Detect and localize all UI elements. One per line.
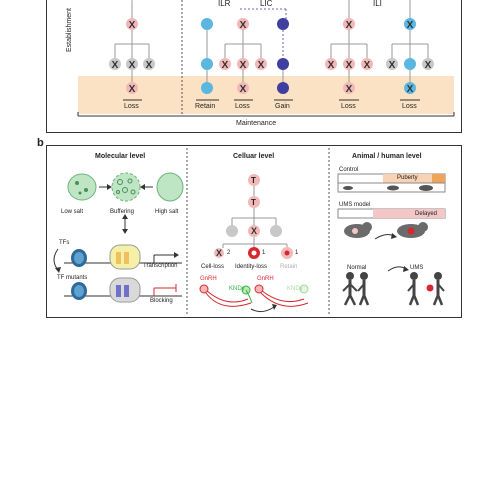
count-identity-loss: 1: [262, 250, 266, 256]
establishment-label: Establishment: [66, 8, 73, 52]
bottom-label-2: Retain: [195, 103, 216, 110]
human-figures: [342, 266, 445, 306]
svg-text:X: X: [346, 60, 353, 71]
header-molecular: Molecular level: [95, 153, 146, 160]
svg-text:X: X: [146, 60, 153, 71]
label-cell-loss: Cell-loss: [201, 264, 225, 270]
column-4-tree: [277, 18, 289, 94]
bottom-label-3: Loss: [235, 103, 250, 110]
svg-text:X: X: [129, 20, 136, 31]
timeline-bars: [337, 173, 446, 219]
label-tfs: TFs: [59, 240, 70, 246]
column-1-tree: [109, 0, 155, 94]
svg-text:X: X: [240, 20, 247, 31]
label-delayed: Delayed: [415, 211, 438, 217]
column-6-tree: [386, 0, 434, 94]
label-ums-model: UMS model: [339, 202, 371, 208]
col-label-ili: ILI: [373, 0, 382, 8]
label-high-salt: High salt: [155, 209, 179, 215]
svg-text:X: X: [364, 60, 371, 71]
mice: [344, 222, 428, 240]
label-tf-mutants: TF mutants: [57, 275, 88, 281]
label-gnrh-right: GnRH: [257, 276, 274, 282]
svg-text:X: X: [407, 84, 414, 95]
svg-text:X: X: [240, 60, 247, 71]
bottom-label-1: Loss: [124, 103, 139, 110]
label-low-salt: Low salt: [61, 209, 84, 215]
label-identity-loss: Identity-loss: [235, 264, 268, 270]
svg-text:X: X: [346, 84, 353, 95]
label-normal: Normal: [347, 265, 367, 271]
header-cellular: Celluar level: [233, 153, 275, 160]
bottom-label-4: Gain: [275, 103, 290, 110]
svg-text:X: X: [346, 20, 353, 31]
header-animal: Animal / human level: [352, 153, 422, 160]
svg-text:X: X: [240, 84, 247, 95]
panel-b-graphic: X X: [53, 148, 446, 315]
panel-b: X X: [46, 145, 462, 318]
svg-text:X: X: [216, 248, 222, 258]
label-transcription: Transcription: [143, 263, 178, 269]
label-kndy-left: KNDy: [229, 286, 245, 292]
label-gnrh-left: GnRH: [200, 276, 217, 282]
label-ums: UMS: [410, 265, 424, 271]
svg-text:X: X: [389, 60, 396, 71]
column-3-tree: [219, 18, 267, 94]
maintenance-band: [78, 76, 454, 114]
panel-a-graphic: X XXX X X XXX X X XXX X X XX X: [46, 0, 462, 133]
transcription-diagram: [53, 244, 182, 303]
svg-text:X: X: [407, 20, 414, 31]
count-cell-loss: 2: [227, 250, 231, 256]
svg-text:X: X: [251, 226, 257, 236]
marker-t-mid: T: [251, 198, 256, 207]
svg-text:X: X: [129, 84, 136, 95]
label-puberty: Puberty: [397, 175, 418, 181]
svg-text:X: X: [112, 60, 119, 71]
label-retain: Retain: [280, 264, 298, 270]
maintenance-label: Maintenance: [236, 120, 277, 127]
salt-droplets: [67, 172, 184, 234]
label-kndy-right: KNDy: [287, 286, 303, 292]
label-buffering: Buffering: [110, 209, 134, 215]
svg-text:X: X: [129, 60, 136, 71]
col-label-lic: LIC: [260, 0, 273, 8]
panel-b-letter: b: [37, 137, 44, 149]
svg-text:X: X: [328, 60, 335, 71]
svg-text:X: X: [258, 60, 265, 71]
count-retain: 1: [295, 250, 299, 256]
label-blocking: Blocking: [150, 298, 173, 304]
label-control: Control: [339, 167, 359, 173]
col-label-ilr: ILR: [218, 0, 231, 8]
neuron-diagram: [199, 284, 309, 313]
column-5-tree: [325, 0, 373, 94]
svg-text:X: X: [222, 60, 229, 71]
cellular-tree: X X: [214, 174, 293, 259]
svg-text:X: X: [425, 60, 432, 71]
column-2-tree: [201, 18, 213, 94]
bottom-label-6: Loss: [402, 103, 417, 110]
bottom-label-5: Loss: [341, 103, 356, 110]
marker-t-top: T: [251, 176, 256, 185]
